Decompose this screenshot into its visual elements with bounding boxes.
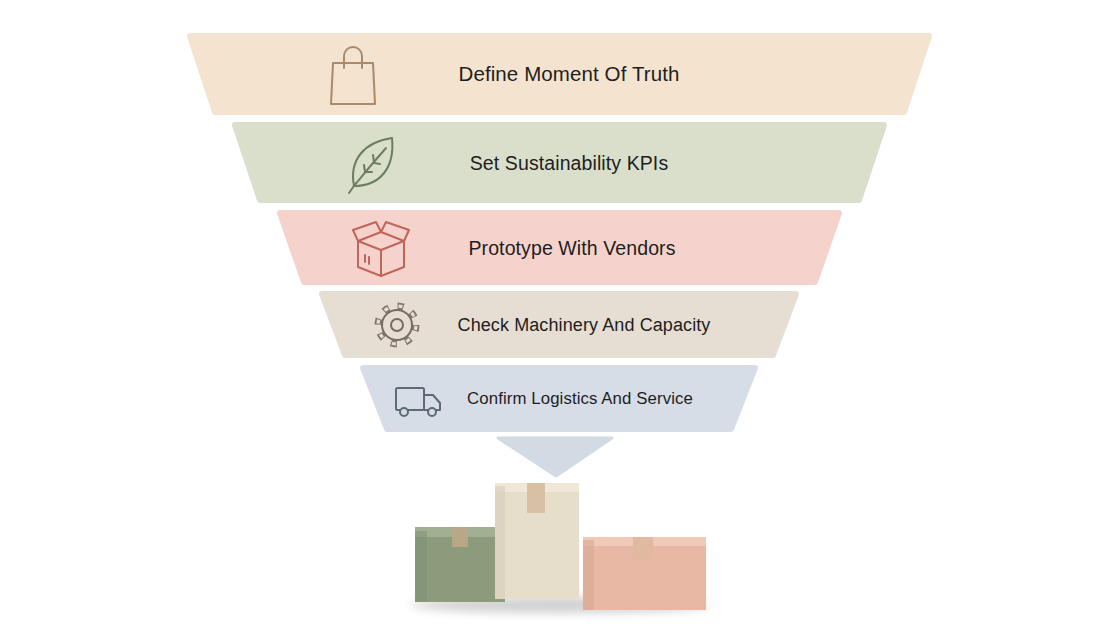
band-label: Define Moment Of Truth [459, 62, 680, 86]
band-outline [235, 125, 884, 200]
band-outline [363, 368, 755, 429]
band-label: Check Machinery And Capacity [458, 314, 711, 335]
band-outline [322, 294, 796, 355]
band-label: Set Sustainability KPIs [470, 151, 668, 174]
band-outline [190, 36, 929, 112]
box-icon [353, 222, 409, 276]
bag-icon [331, 47, 375, 104]
funnel-band: Check Machinery And Capacity [319, 291, 799, 358]
band-label: Prototype With Vendors [468, 236, 675, 259]
truck-icon [396, 388, 440, 416]
leaf-icon [349, 138, 392, 193]
band-label: Confirm Logistics And Service [467, 389, 693, 409]
gear-icon [378, 306, 416, 344]
band-outline [280, 213, 839, 282]
funnel-pointer [498, 438, 612, 476]
funnel-band: Confirm Logistics And Service [360, 365, 758, 432]
funnel-band: Set Sustainability KPIs [232, 122, 887, 203]
funnel-band: Define Moment Of Truth [187, 33, 932, 115]
box-stack [410, 483, 710, 613]
funnel-band: Prototype With Vendors [277, 210, 842, 285]
